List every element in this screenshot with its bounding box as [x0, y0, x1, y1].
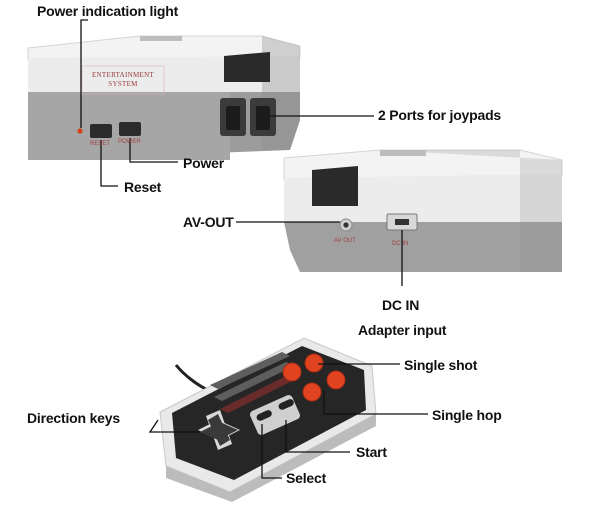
power-print: POWER — [118, 139, 141, 145]
console-front — [27, 35, 301, 160]
button-b-top — [282, 362, 302, 382]
label-dc-in: DC IN — [382, 297, 420, 313]
button-a-bottom — [326, 370, 346, 390]
joypad-ports — [220, 98, 276, 136]
leader-lines — [80, 19, 428, 479]
label-ports-for-joypads: 2 Ports for joypads — [378, 107, 502, 123]
label-power-indication-light: Power indication light — [37, 3, 179, 19]
button-b-bottom — [302, 382, 322, 402]
reset-button-shape — [90, 124, 112, 138]
label-single-hop: Single hop — [432, 407, 502, 423]
dc-in-print: DC IN — [392, 241, 409, 247]
label-reset: Reset — [124, 179, 162, 195]
label-start: Start — [356, 444, 387, 460]
label-select: Select — [286, 470, 327, 486]
button-a-top — [304, 353, 324, 373]
power-led — [77, 128, 83, 134]
console-back — [283, 149, 563, 272]
label-av-out: AV-OUT — [183, 214, 234, 230]
reset-print: RESET — [90, 141, 111, 147]
label-direction-keys: Direction keys — [27, 410, 120, 426]
power-button-shape — [119, 122, 141, 136]
label-adapter-input: Adapter input — [358, 322, 447, 338]
console-logo-line1: ENTERTAINMENT — [91, 71, 155, 79]
label-power: Power — [183, 155, 225, 171]
dpad-shape — [198, 410, 240, 450]
console-logo-line2: SYSTEM — [108, 80, 138, 88]
controller — [159, 337, 377, 502]
av-out-print: AV OUT — [334, 238, 356, 244]
label-single-shot: Single shot — [404, 357, 478, 373]
